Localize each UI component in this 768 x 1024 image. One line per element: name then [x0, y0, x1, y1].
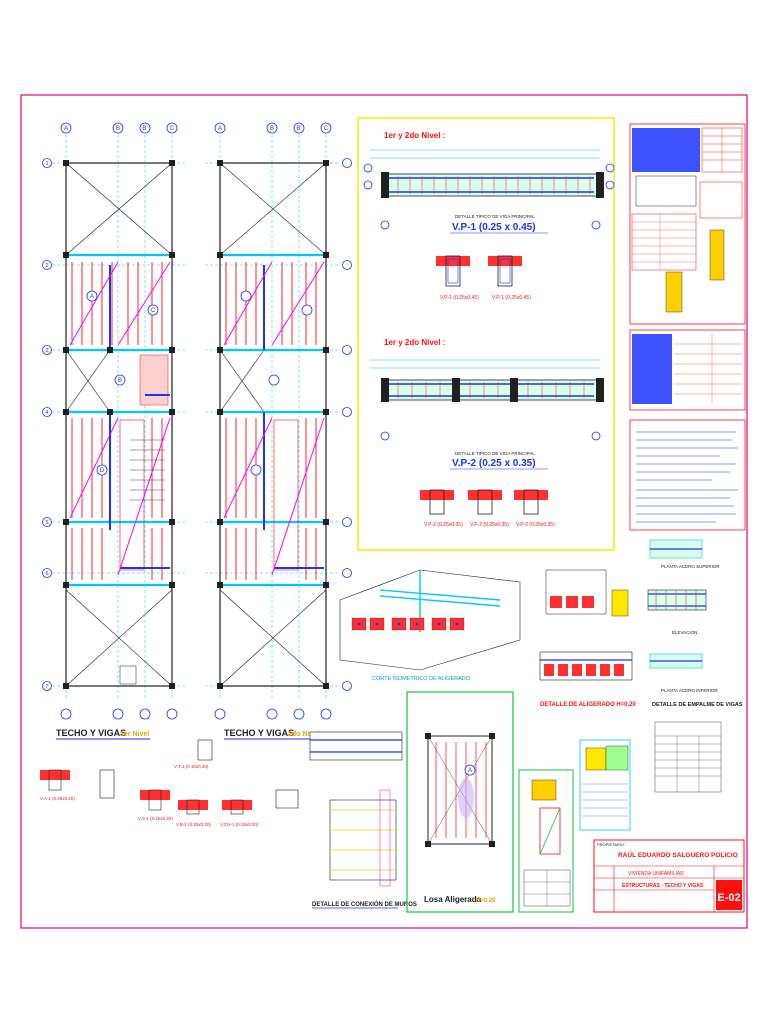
grid-label: C [170, 126, 175, 132]
grid-label: 7 [45, 684, 48, 690]
plan-title: TECHO Y VIGAS [56, 728, 126, 738]
slab-mark: A [468, 768, 472, 774]
detail-caption: DETALLE DE EMPALME DE VIGAS [652, 702, 743, 708]
detail-label: ELEVACION [672, 630, 697, 635]
detail-caption: DETALLE TIPICO DE VIGA PRINCIPAL [455, 451, 535, 456]
grid-label: A [64, 126, 68, 132]
detail-caption: CORTE ISOMETRICO DE ALIGERADO [372, 676, 471, 682]
detail-caption: DETALLE DE CONEXIÓN DE MUROS [312, 900, 417, 908]
grid-bubbles-top-1 [60, 122, 178, 134]
detail-caption: Losa Aligerada [424, 895, 482, 904]
aligerado-detail: DETALLE DE ALIGERADO H=0.20 [539, 569, 637, 708]
secondary-beam-sections: V.A-1 (0.25x0.20) V.S-1 (0.15x0.20) V.B-… [40, 739, 299, 827]
slab-isometric: CORTE ISOMETRICO DE ALIGERADO [339, 569, 521, 682]
grid-label: B' [142, 126, 147, 132]
slab-mark: B [118, 378, 122, 384]
grid-label: 3 [45, 348, 48, 354]
project-name: VIVIENDA UNIFAMILIAR [628, 871, 684, 877]
grid-label: C [324, 126, 329, 132]
grid-label: 6 [45, 571, 48, 577]
section-heading: 1er y 2do Nivel : [384, 131, 445, 140]
plan-title: TECHO Y VIGAS [224, 728, 294, 738]
section-label: V.CH-1 (0.15x0.20) [220, 822, 259, 827]
slab-mark: D [100, 468, 105, 474]
section-label: V.P-1 (0.25x0.45) [440, 295, 479, 301]
grid-label: B [270, 126, 274, 132]
owner-label: PROPIETARIO: [597, 842, 625, 847]
floor-plan-2: A B B' C [205, 122, 352, 740]
grid-label: A [218, 126, 222, 132]
section-label: V.P-1 (0.25x0.45) [492, 295, 531, 301]
section-label: V.S-1 (0.15x0.20) [138, 816, 173, 821]
sheet-frame [20, 94, 748, 929]
grid-label: 4 [45, 410, 48, 416]
detail-caption: DETALLE DE ALIGERADO H=0.20 [540, 702, 637, 708]
section-label: V.T-1 (0.15x0.20) [174, 764, 209, 769]
slab-mark: C [151, 308, 156, 314]
slab-mark: A [90, 294, 94, 300]
detail-label: PLANTA ACERO INFERIOR [661, 688, 718, 693]
column-schedule [518, 721, 722, 913]
beam-title: V.P-2 (0.25 x 0.35) [452, 458, 536, 469]
grid-label: 5 [45, 520, 48, 526]
section-label: V.P-2 (0.25x0.35) [424, 522, 463, 528]
beam-details-panel: 1er y 2do Nivel : DETALLE TIPICO DE VIGA… [357, 117, 615, 551]
plan-name: ESTRUCTURAS : TECHO Y VIGAS [622, 883, 704, 889]
floor-plan-1: A B B' C 1 2 3 4 5 6 7 [42, 122, 185, 740]
beam-title: V.P-1 (0.25 x 0.45) [452, 222, 536, 233]
detail-subtitle: H=0.20 [476, 898, 496, 904]
sheet-number: E-02 [717, 892, 740, 904]
grid-label: B [116, 126, 120, 132]
title-block: PROPIETARIO: RAÚL EDUARDO SALGUERO POLIC… [593, 839, 745, 913]
section-label: V.A-1 (0.25x0.20) [40, 796, 75, 801]
section-heading: 1er y 2do Nivel : [384, 338, 445, 347]
grid-label: 1 [45, 161, 48, 167]
notes-column [629, 123, 746, 531]
plan-subtitle: 1er Nivel [120, 731, 149, 738]
grid-label: 2 [45, 263, 48, 269]
section-label: V.P-2 (0.25x0.35) [470, 522, 509, 528]
owner-name: RAÚL EDUARDO SALGUERO POLICIO [618, 850, 738, 859]
detail-caption: DETALLE TIPICO DE VIGA PRINCIPAL [455, 214, 535, 219]
plan-subtitle: 2do Nivel [288, 731, 319, 738]
section-label: V.P-2 (0.25x0.35) [516, 522, 555, 528]
beam-splice-detail: PLANTA ACERO SUPERIOR ELEVACION PLANTA A… [647, 539, 743, 708]
slab-panel: A Losa Aligerada H=0.20 [406, 691, 514, 913]
detail-label: PLANTA ACERO SUPERIOR [661, 564, 720, 569]
section-label: V.B-1 (0.25x0.20) [176, 822, 211, 827]
wall-connection-detail: DETALLE DE CONEXIÓN DE MUROS [309, 731, 417, 909]
grid-label: B' [296, 126, 301, 132]
